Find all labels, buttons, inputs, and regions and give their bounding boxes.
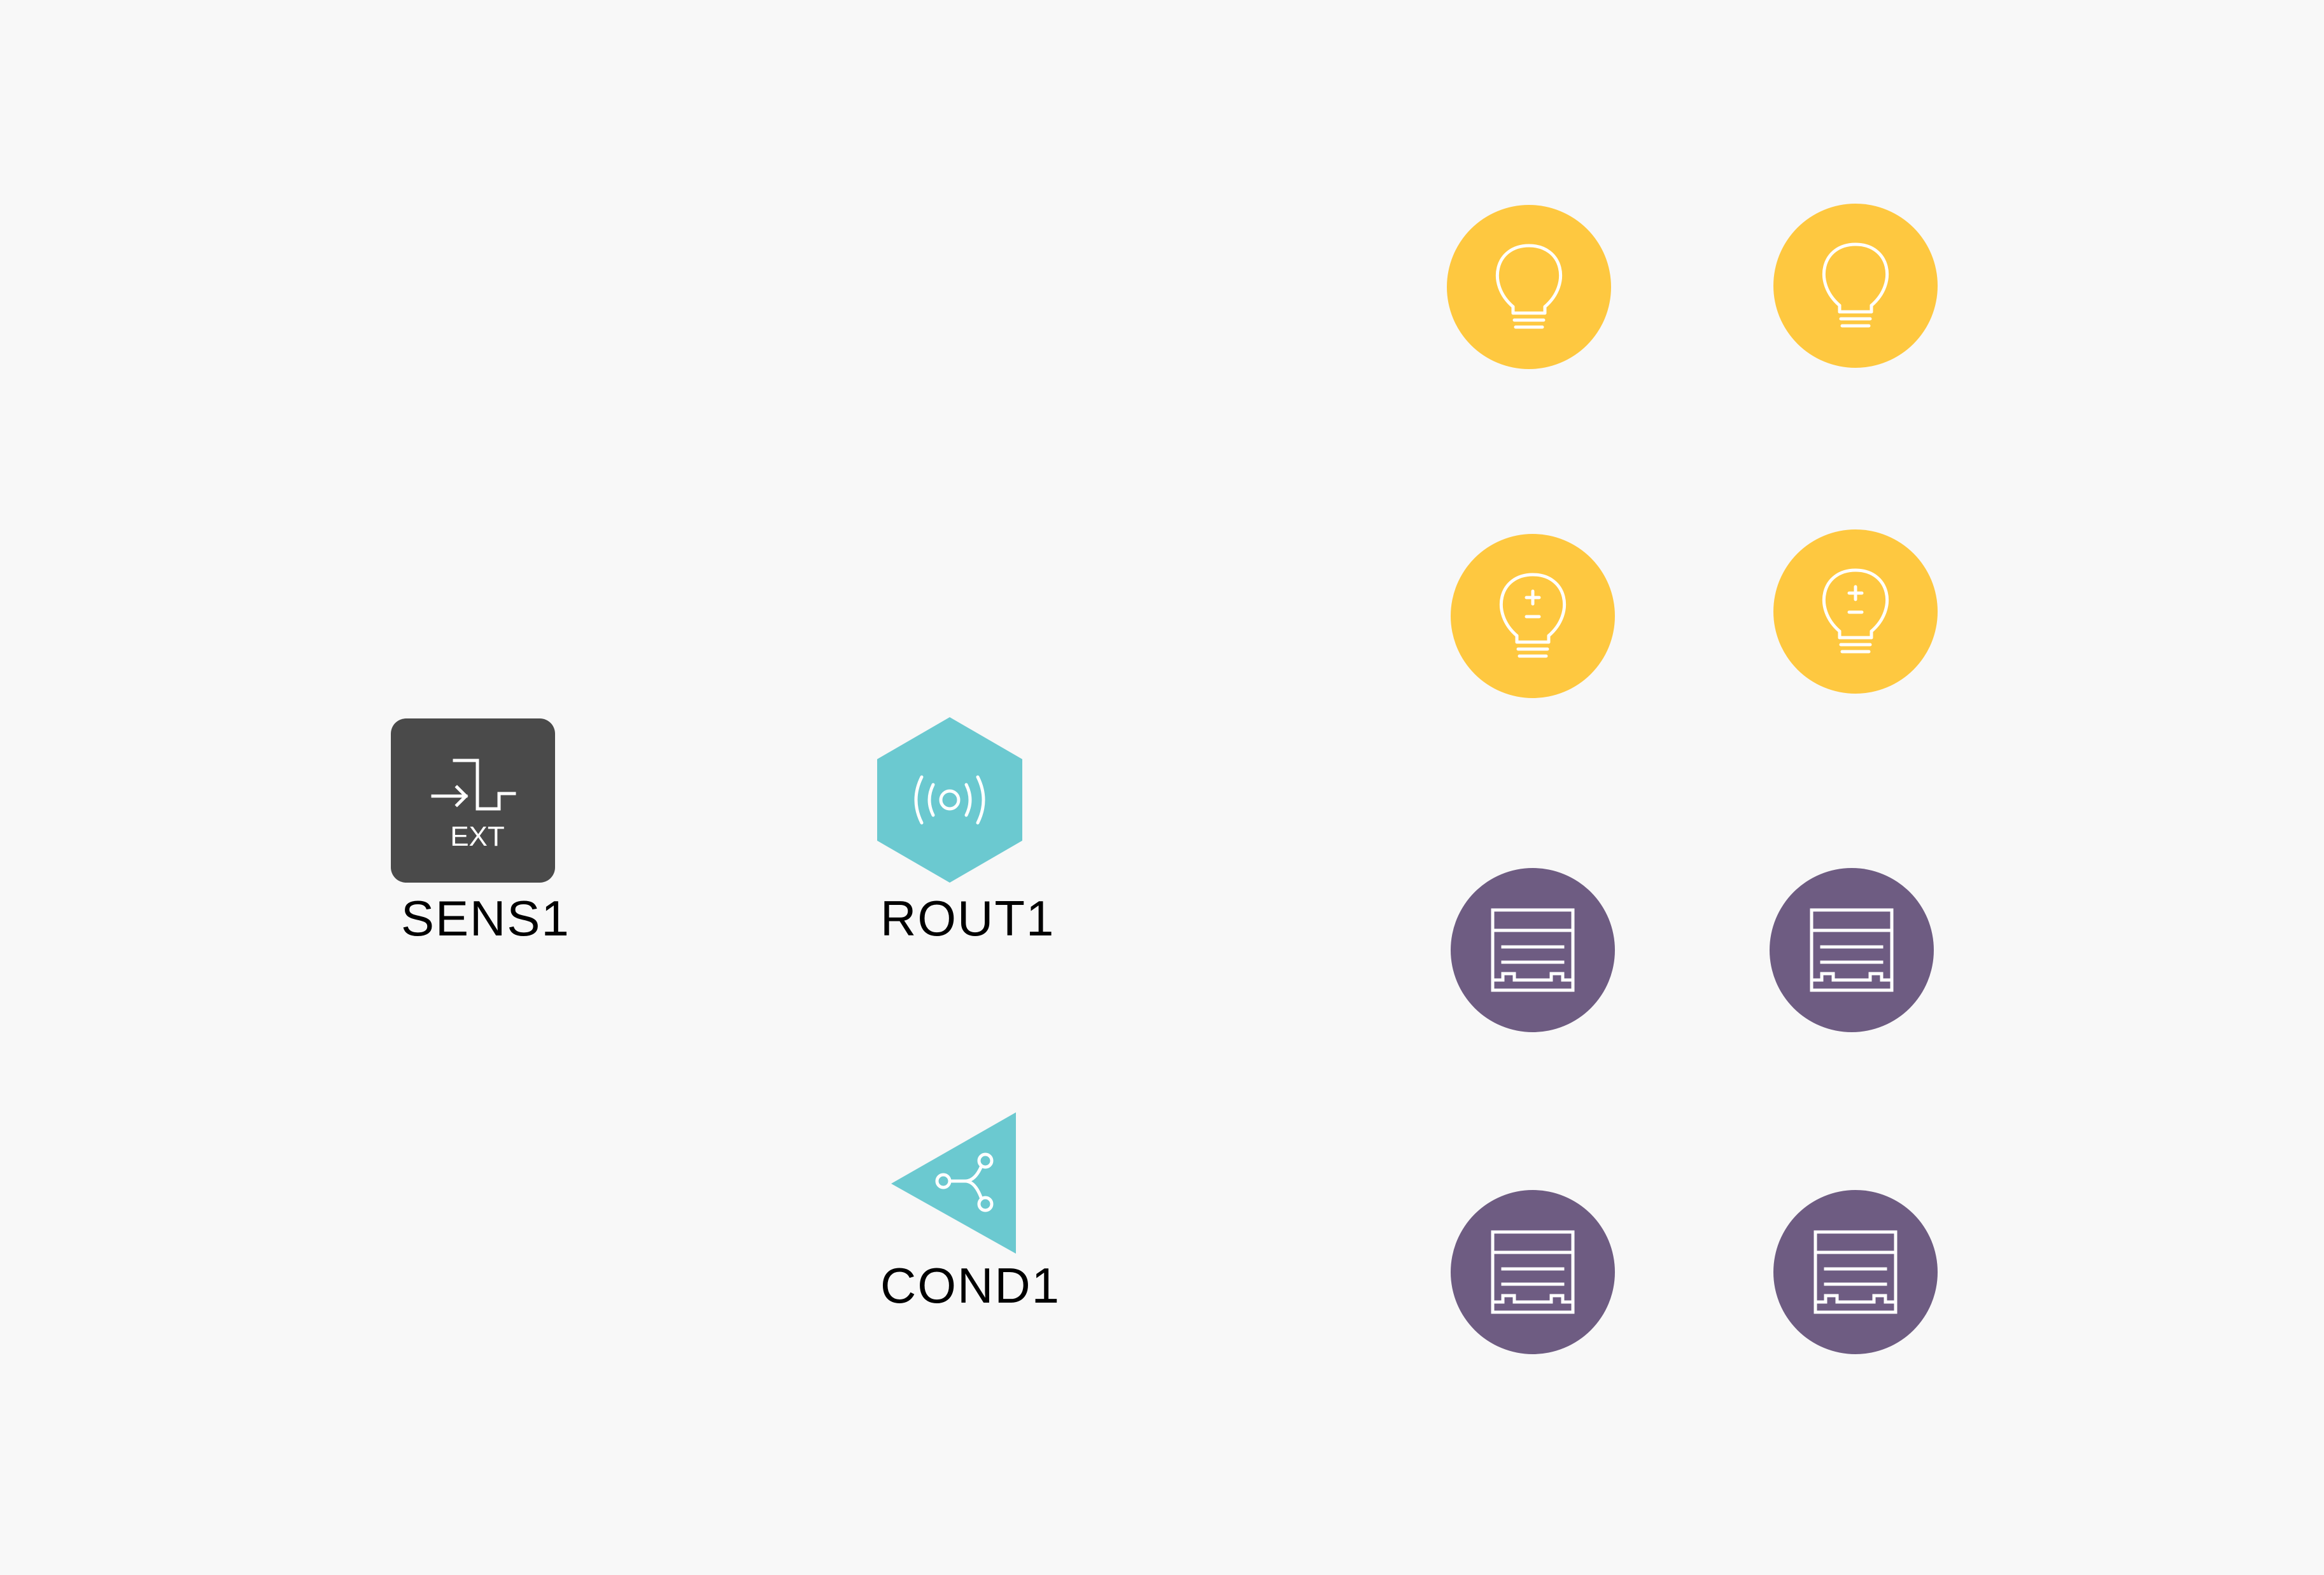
condition-label: COND1: [880, 1257, 1061, 1313]
wireless-broadcast-icon: [877, 717, 1022, 883]
blind-node[interactable]: [1773, 1190, 1938, 1354]
svg-text:EXT: EXT: [450, 821, 505, 852]
blind-node[interactable]: [1451, 868, 1615, 1032]
light-node[interactable]: [1447, 205, 1611, 369]
window-blind-icon: [1770, 868, 1934, 1032]
branch-icon: [891, 1112, 1016, 1254]
dimmable-light-node[interactable]: [1773, 529, 1938, 694]
dimmable-light-node[interactable]: [1451, 534, 1615, 698]
condition-node[interactable]: [891, 1112, 1017, 1254]
light-bulb-icon: [1447, 205, 1611, 369]
blind-node[interactable]: [1451, 1190, 1615, 1354]
router-label: ROUT1: [880, 890, 1055, 946]
light-bulb-icon: [1773, 204, 1938, 368]
window-blind-icon: [1451, 1190, 1615, 1354]
sensor-label: SENS1: [401, 890, 570, 946]
external-signal-icon: EXT: [391, 718, 555, 883]
blind-node[interactable]: [1770, 868, 1934, 1032]
router-node[interactable]: [877, 717, 1022, 883]
sensor-node[interactable]: EXT: [391, 718, 555, 883]
dimmable-light-bulb-icon: [1773, 529, 1938, 694]
window-blind-icon: [1451, 868, 1615, 1032]
dimmable-light-bulb-icon: [1451, 534, 1615, 698]
window-blind-icon: [1773, 1190, 1938, 1354]
light-node[interactable]: [1773, 204, 1938, 368]
